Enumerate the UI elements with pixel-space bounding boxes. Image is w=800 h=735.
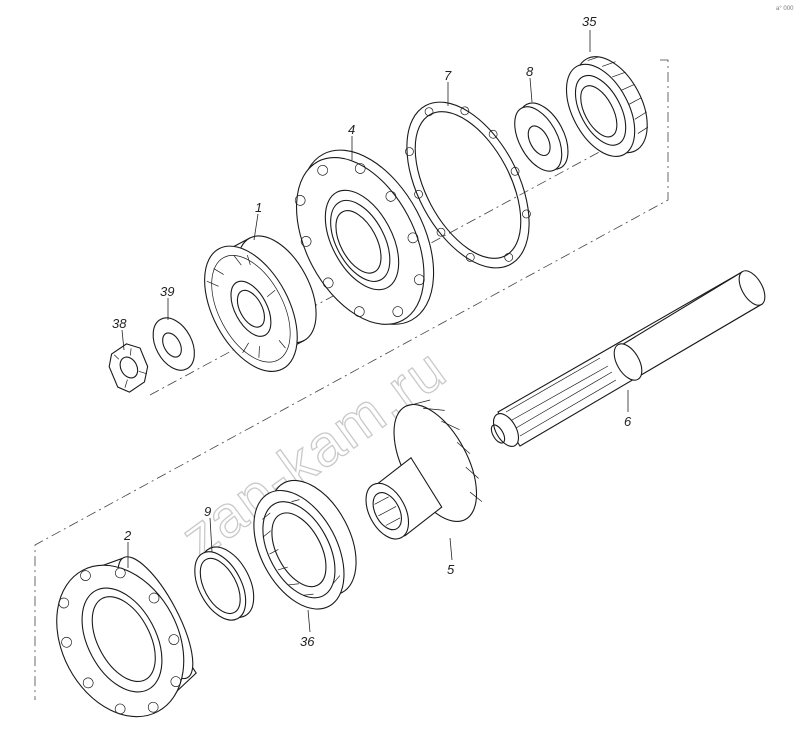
assembly-boundary [34, 59, 669, 700]
leader-lines [121, 30, 629, 633]
part-38-castle-nut [108, 343, 149, 393]
part-36-roller-bearing [253, 479, 357, 610]
callout-5: 5 [447, 562, 455, 577]
callout-1: 1 [255, 200, 262, 215]
part-4-bearing-housing [294, 149, 435, 325]
callout-4: 4 [348, 122, 355, 137]
callout-8: 8 [526, 64, 534, 79]
part-2-housing [56, 556, 197, 718]
callout-38: 38 [112, 316, 127, 331]
part-1-spline-flange [204, 235, 317, 372]
callout-35: 35 [582, 14, 597, 29]
callout-9: 9 [204, 504, 211, 519]
part-6-splined-shaft [490, 270, 766, 447]
part-8-spacer-ring [514, 102, 569, 172]
callout-39: 39 [160, 284, 174, 299]
part-7-gasket [405, 101, 531, 269]
callout-labels: 35 8 7 4 1 39 38 6 5 9 2 36 [112, 14, 632, 649]
part-9-retaining-ring [194, 546, 255, 621]
part-35-tapered-roller-bearing [565, 56, 649, 157]
callout-2: 2 [123, 528, 132, 543]
corner-mark: a° 000 [776, 6, 794, 12]
callout-36: 36 [300, 634, 315, 649]
part-5-bevel-gear [365, 399, 483, 540]
callout-6: 6 [624, 414, 632, 429]
callout-7: 7 [444, 68, 452, 83]
part-39-washer [152, 317, 195, 371]
